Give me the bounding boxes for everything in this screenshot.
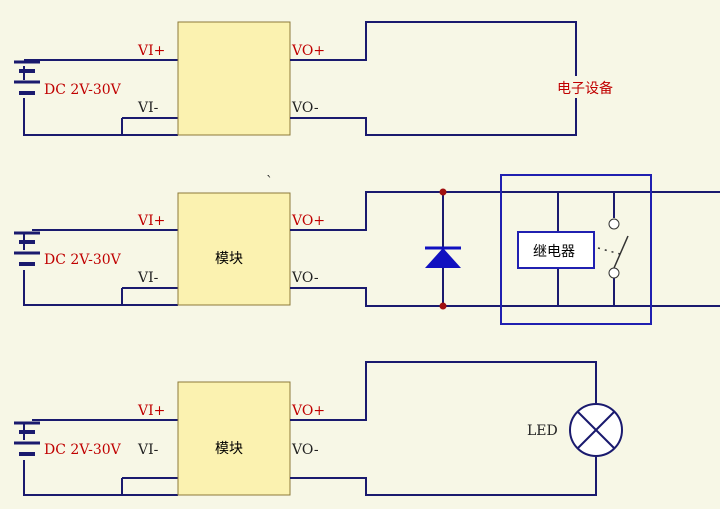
relay-label: 继电器 [533, 244, 575, 260]
switch-contact-bottom [608, 267, 620, 279]
relay-assembly: 继电器 [500, 174, 652, 325]
module-label-3: 模块 [215, 441, 243, 457]
battery-3 [14, 415, 178, 496]
vi-plus-label-3: VI+ [137, 403, 165, 419]
module-box-3 [177, 381, 291, 496]
vo-plus-label-1: VO+ [291, 43, 325, 59]
circuit-row-2: DC 2V-30V VI+ VI- 模块 ` VO+ VO- 继电器 [14, 174, 720, 325]
junction-node-bottom [439, 302, 447, 310]
switch-linkage [597, 247, 621, 255]
vo-plus-label-2: VO+ [291, 213, 325, 229]
power-label-3: DC 2V-30V [44, 442, 122, 458]
relay-enclosure [500, 174, 652, 325]
flyback-diode [425, 188, 461, 310]
vo-minus-label-3: VO- [291, 442, 319, 458]
vi-plus-label-1: VI+ [137, 43, 165, 59]
vi-plus-label-2: VI+ [137, 213, 165, 229]
battery-2 [14, 225, 178, 306]
vi-minus-label-1: VI- [137, 100, 159, 116]
electronic-device-label: 电子设备 [557, 80, 613, 97]
switch-arm [613, 235, 629, 269]
power-label-2: DC 2V-30V [44, 252, 122, 268]
stray-mark: ` [266, 174, 273, 190]
vi-minus-label-2: VI- [137, 270, 159, 286]
switch-contact-top [608, 218, 620, 230]
vo-minus-label-1: VO- [291, 100, 319, 116]
circuit-row-1: DC 2V-30V VI+ VI- VO+ VO- 电子设备 [14, 21, 624, 136]
module-label-2: 模块 [215, 251, 243, 267]
vi-minus-label-3: VI- [137, 442, 159, 458]
circuit-row-3: DC 2V-30V VI+ VI- 模块 VO+ VO- LED [14, 361, 623, 496]
led-lamp [569, 403, 623, 457]
module-box-1 [177, 21, 291, 136]
vo-plus-label-3: VO+ [291, 403, 325, 419]
junction-node-top [439, 188, 447, 196]
power-label-1: DC 2V-30V [44, 82, 122, 98]
relay-coil [517, 231, 595, 269]
module-box-2 [177, 192, 291, 306]
led-label: LED [527, 423, 558, 439]
vo-minus-label-2: VO- [291, 270, 319, 286]
